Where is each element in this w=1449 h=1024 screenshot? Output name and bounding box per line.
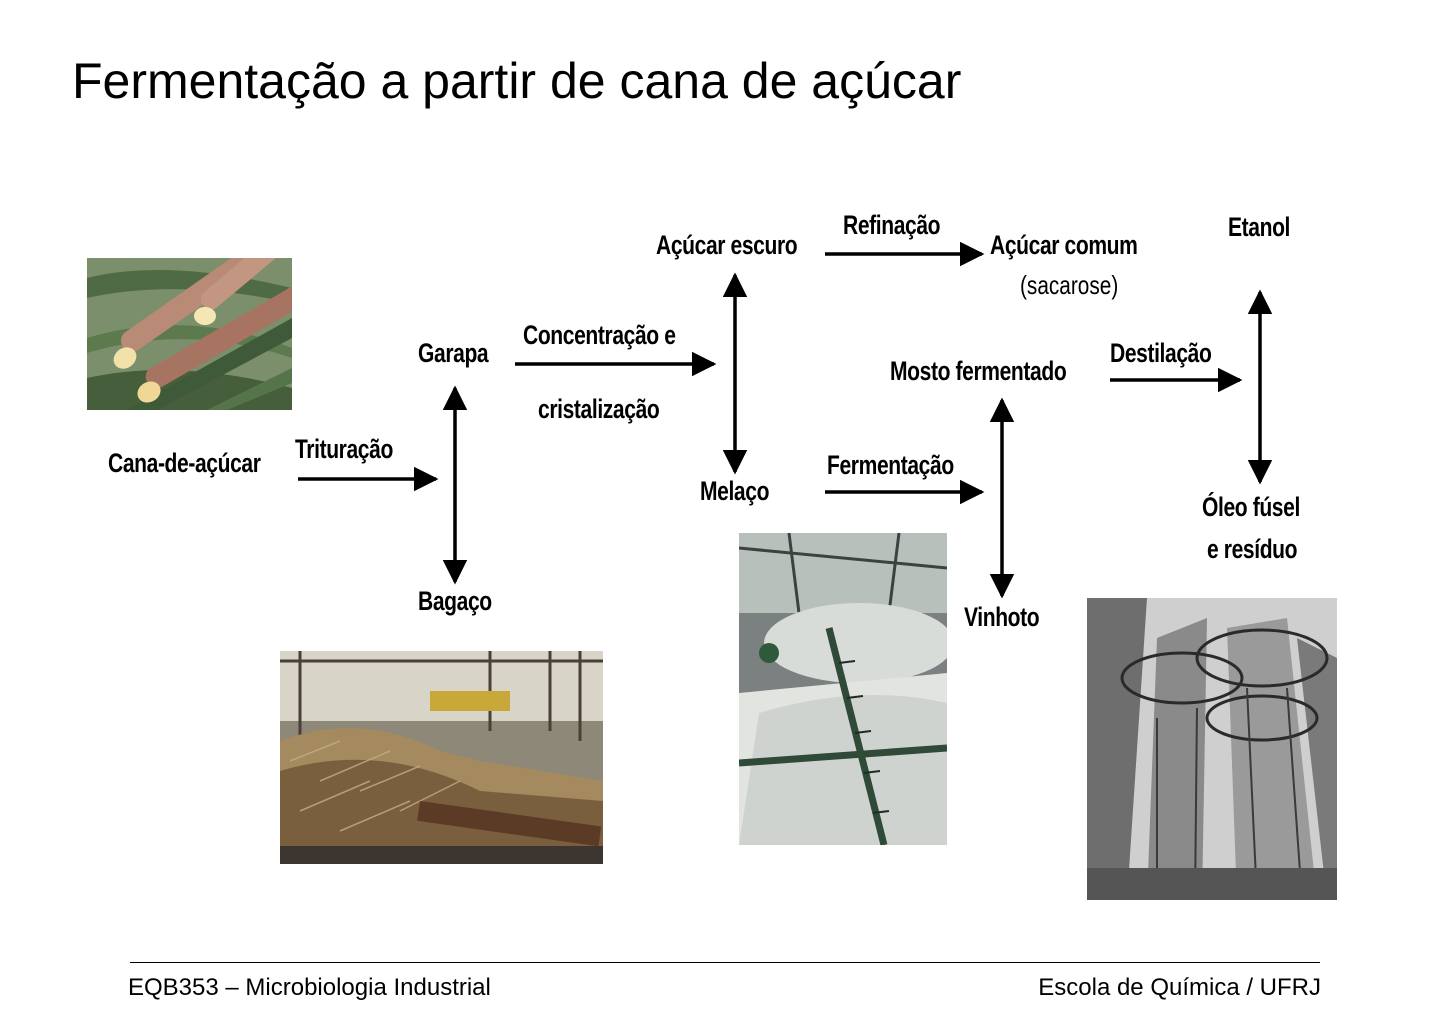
sugarcane-mill-photo (280, 651, 603, 864)
process-fermentacao: Fermentação (827, 450, 954, 480)
node-mosto-fermentado: Mosto fermentado (890, 356, 1067, 386)
sugarcane-photo (87, 258, 292, 410)
node-melaco: Melaço (700, 476, 770, 506)
page-title: Fermentação a partir de cana de açúcar (72, 53, 962, 109)
process-destilacao: Destilação (1110, 338, 1212, 368)
node-acucar-comum: Açúcar comum (990, 230, 1138, 260)
node-vinhoto: Vinhoto (964, 602, 1040, 632)
footer-course: EQB353 – Microbiologia Industrial (128, 974, 491, 1001)
node-residuo: e resíduo (1207, 534, 1298, 564)
node-garapa: Garapa (418, 338, 489, 368)
footer-divider (130, 962, 1320, 963)
node-oleo-fusel: Óleo fúsel (1202, 492, 1300, 522)
process-cristalizacao: cristalização (538, 394, 660, 424)
node-cana-de-acucar: Cana-de-açúcar (108, 448, 261, 478)
footer-institution: Escola de Química / UFRJ (1038, 974, 1321, 1001)
distillation-columns-photo (1087, 598, 1337, 900)
node-bagaco: Bagaço (418, 586, 492, 616)
node-etanol: Etanol (1228, 212, 1291, 242)
node-acucar-escuro: Açúcar escuro (656, 230, 798, 260)
fermentation-tanks-photo (739, 533, 947, 845)
process-concentracao: Concentração e (523, 320, 676, 350)
process-trituracao: Trituração (295, 434, 393, 464)
node-sacarose: (sacarose) (1020, 270, 1119, 300)
process-refinacao: Refinação (843, 210, 941, 240)
